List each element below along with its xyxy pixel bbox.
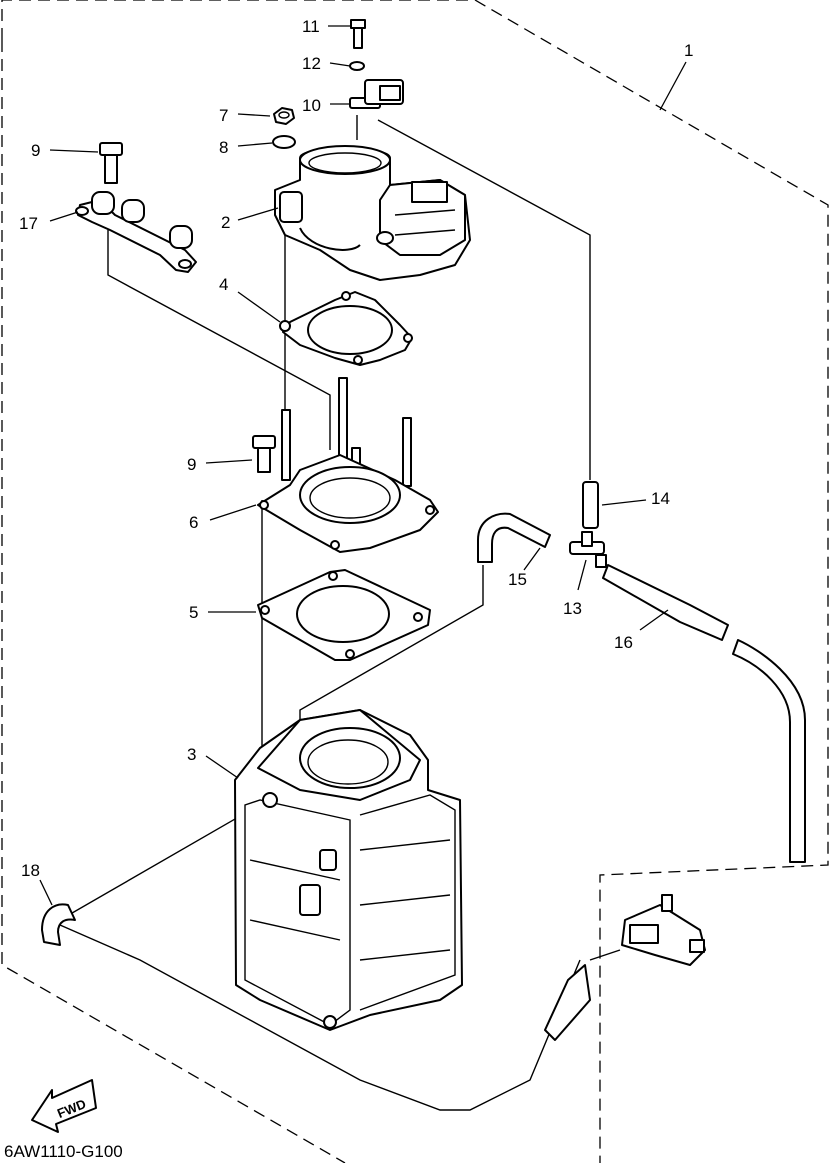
valve-unit [621, 894, 706, 966]
callout-1: 1 [684, 41, 693, 60]
callout-17: 17 [19, 214, 38, 233]
callout-18: 18 [21, 861, 40, 880]
callout-13: 13 [563, 599, 582, 618]
washer-12 [349, 61, 365, 71]
hose-14 [582, 481, 599, 529]
joint-13 [569, 531, 607, 568]
part-code: 6AW1110-G100 [4, 1142, 123, 1161]
block-3 [234, 709, 463, 1031]
callout-labels: 1 2 3 4 5 6 7 8 9 9 10 11 12 13 14 15 16… [19, 17, 693, 880]
callout-8: 8 [219, 138, 228, 157]
throttle-sensor-10 [349, 79, 404, 109]
callout-3: 3 [187, 745, 196, 764]
bracket-17 [75, 191, 197, 273]
nut-7 [273, 107, 295, 125]
callout-9-upper: 9 [31, 141, 40, 160]
hose-18 [41, 903, 76, 946]
callout-14: 14 [651, 489, 670, 508]
throttle-body-2 [274, 145, 471, 281]
callout-leaders [39, 25, 687, 906]
callout-7: 7 [219, 106, 228, 125]
callout-11: 11 [302, 17, 320, 36]
hose-15 [477, 512, 551, 563]
callout-15: 15 [508, 570, 527, 589]
gasket-4 [279, 291, 413, 366]
callout-5: 5 [189, 603, 198, 622]
callout-6: 6 [189, 513, 198, 532]
callout-2: 2 [221, 213, 230, 232]
forward-arrow-icon: FWD [31, 1079, 97, 1133]
hose-16 [602, 564, 806, 863]
callout-10: 10 [302, 96, 321, 115]
alignment-lines [59, 115, 621, 1111]
washer-8 [272, 135, 296, 149]
lower-hose [544, 964, 591, 1041]
gasket-5 [257, 569, 431, 661]
callout-4: 4 [219, 275, 228, 294]
callout-16: 16 [614, 633, 633, 652]
callout-9-lower: 9 [187, 455, 196, 474]
spacer-6 [257, 454, 439, 553]
bolt-11 [350, 19, 366, 49]
bolt-9-upper [99, 142, 123, 184]
callout-12: 12 [302, 54, 321, 73]
bolt-9-lower [252, 435, 276, 473]
